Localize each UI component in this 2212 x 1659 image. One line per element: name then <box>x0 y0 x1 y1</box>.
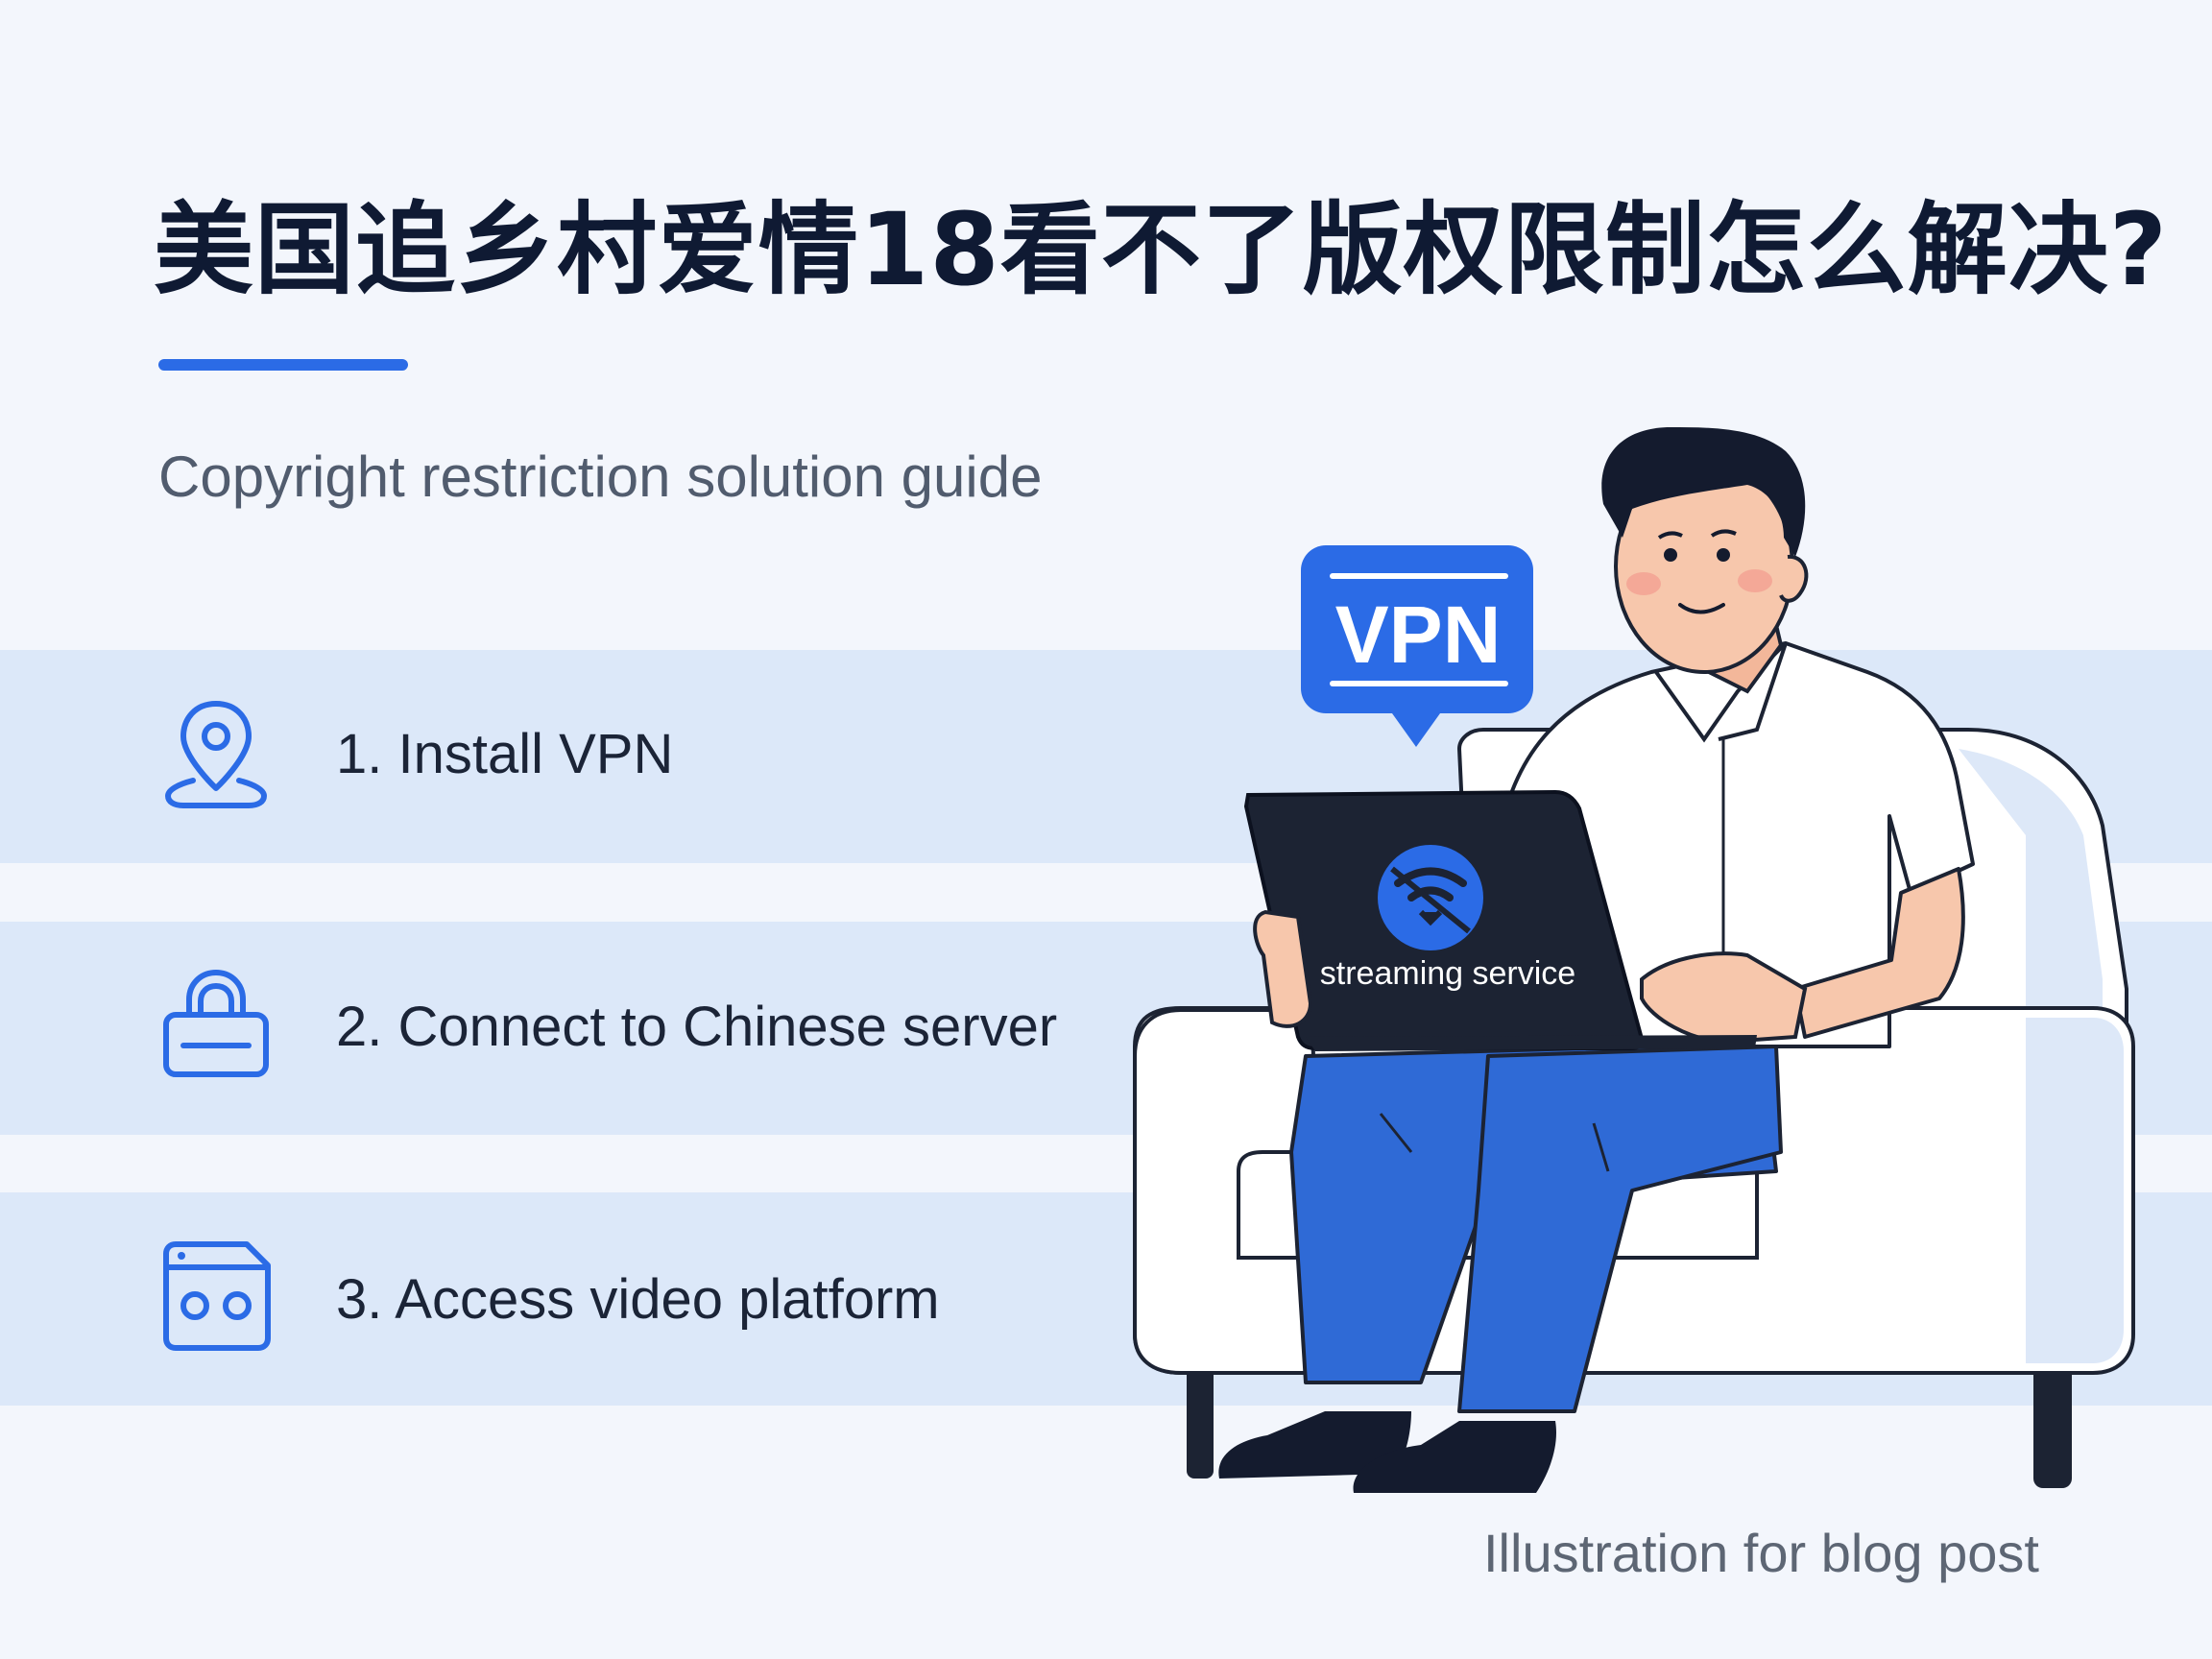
lock-icon <box>158 965 274 1080</box>
laptop-base <box>1306 1035 1757 1051</box>
location-pin-icon <box>158 696 274 811</box>
hair <box>1601 427 1806 557</box>
page-title: 美国追乡村爱情18看不了版权限制怎么解决? <box>154 191 2169 308</box>
armchair-leg-right <box>2033 1363 2072 1488</box>
step-label-connect-server: 2. Connect to Chinese server <box>336 996 1058 1058</box>
shoe-right <box>1353 1421 1556 1493</box>
step-label-access-platform: 3. Access video platform <box>336 1268 940 1331</box>
arm-right <box>1793 867 1965 1039</box>
laptop-screen-text: streaming service <box>1320 955 1575 992</box>
title-underline <box>158 359 408 371</box>
step-label-install-vpn: 1. Install VPN <box>336 723 674 785</box>
page-subtitle: Copyright restriction solution guide <box>158 445 1043 509</box>
vpn-badge-text: VPN <box>1335 589 1502 680</box>
video-window-icon <box>158 1238 274 1354</box>
armchair-leg-left <box>1187 1363 1214 1479</box>
shoe-left <box>1218 1411 1411 1479</box>
illustration-caption: Illustration for blog post <box>1483 1523 2039 1583</box>
vpn-badge: VPN <box>1301 545 1533 747</box>
